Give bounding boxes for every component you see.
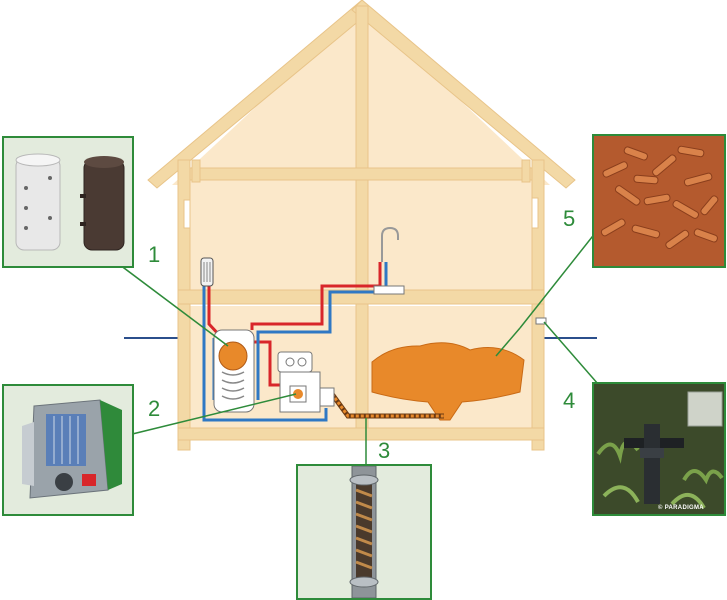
callout-lines (115, 231, 599, 466)
roof-frame (147, 0, 576, 439)
wood-pellets-photo (592, 134, 726, 268)
fill-pipe-photo: © PARADIGMA (592, 382, 726, 516)
photo-credit: © PARADIGMA (658, 505, 704, 511)
pellets-texture (594, 136, 724, 266)
pellet-store (371, 342, 525, 421)
boiler-in-house (277, 351, 335, 413)
callout-number-5: 5 (563, 206, 576, 231)
callout-number-4: 4 (563, 388, 576, 413)
callout-number-3: 3 (378, 438, 391, 463)
screw-conveyor-photo (296, 464, 432, 600)
window-right (531, 197, 539, 229)
house-frame (177, 159, 545, 451)
buffer-tanks-photo (2, 136, 134, 268)
water-tap (373, 226, 405, 295)
radiator (200, 257, 214, 287)
fill-pipe-connector (535, 317, 547, 325)
buffer-tank-in-house (213, 329, 255, 413)
callout-number-2: 2 (148, 396, 161, 421)
window-left (183, 199, 191, 229)
screw-conveyor-line (329, 392, 444, 419)
callout-number-1: 1 (148, 242, 161, 267)
pellet-boiler-photo (2, 384, 134, 516)
